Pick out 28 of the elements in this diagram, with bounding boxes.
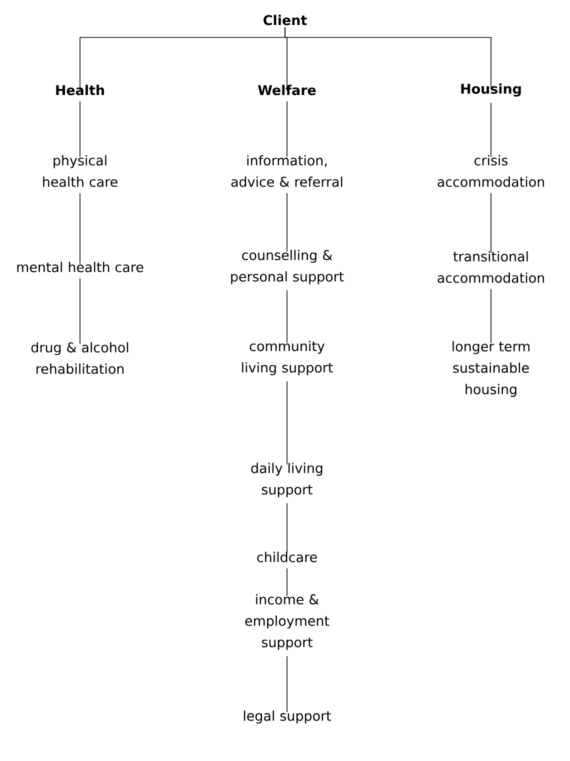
- connector-line: [286, 101, 288, 158]
- root-heading: Client: [264, 14, 307, 26]
- connector-line: [490, 102, 492, 158]
- service-label: crisis accommodation: [438, 155, 544, 187]
- service-label: legal support: [244, 710, 331, 724]
- connector-line: [284, 27, 492, 90]
- connector-line: [286, 192, 288, 252]
- service-label: income & employment support: [245, 594, 330, 650]
- service-label: mental health care: [17, 262, 144, 272]
- service-label: drug & alcohol rehabilitation: [31, 342, 128, 374]
- connector-line: [286, 656, 288, 713]
- category-heading: Health: [56, 84, 104, 96]
- connector-line: [286, 290, 288, 343]
- service-label: counselling & personal support: [231, 250, 344, 284]
- connector-line: [286, 503, 288, 554]
- category-heading: Welfare: [258, 84, 316, 96]
- service-label: transitional accommodation: [438, 251, 544, 283]
- connector-line: [286, 568, 288, 596]
- service-label: community living support: [242, 340, 333, 376]
- connector-line: [490, 288, 492, 344]
- connector-line: [490, 192, 492, 254]
- category-heading: Housing: [461, 83, 521, 97]
- connector-line: [286, 381, 288, 465]
- service-label: daily living support: [251, 462, 322, 498]
- service-label: information, advice & referral: [231, 155, 342, 187]
- service-label: physical health care: [43, 155, 118, 187]
- service-label: childcare: [257, 552, 317, 562]
- service-label: longer term sustainable housing: [452, 341, 530, 397]
